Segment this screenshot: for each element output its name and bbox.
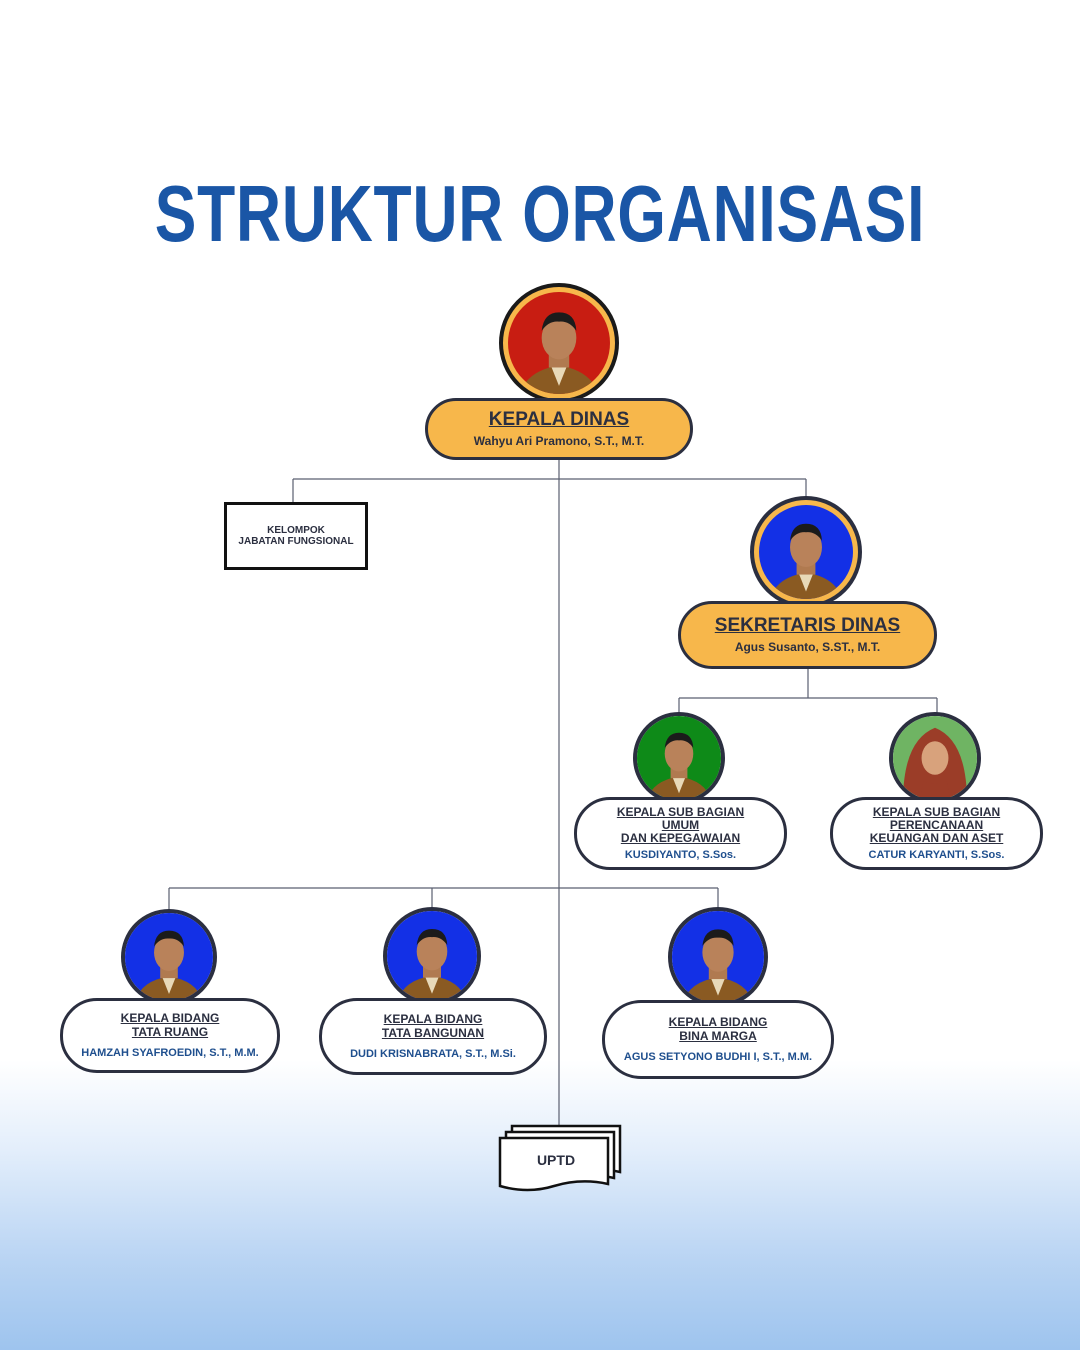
bidang-bina-marga-photo [668, 907, 768, 1007]
kelompok-jabatan-fungsional-box: KELOMPOK JABATAN FUNGSIONAL [224, 502, 368, 570]
page-title: STRUKTUR ORGANISASI [154, 169, 926, 258]
kepala-dinas-photo [499, 283, 619, 403]
subbag-umum-role-1: KEPALA SUB BAGIAN [616, 804, 745, 819]
kelompok-line2: JABATAN FUNGSIONAL [238, 536, 354, 547]
bidang-tata-ruang-photo [121, 909, 217, 1005]
subbag-keuangan-name: CATUR KARYANTI, S.Sos. [868, 849, 1005, 862]
bidang-bina-marga-role-2: BINA MARGA [679, 1028, 757, 1043]
subbag-keuangan-role-1: KEPALA SUB BAGIAN [872, 804, 1001, 819]
bidang-tata-ruang-role-2: TATA RUANG [131, 1024, 209, 1039]
bidang-tata-ruang-name: HAMZAH SYAFROEDIN, S.T., M.M. [81, 1046, 259, 1059]
kepala-dinas-name: Wahyu Ari Pramono, S.T., M.T. [473, 434, 645, 449]
subbag-keuangan-role-2: PERENCANAAN [889, 817, 984, 832]
bidang-tata-bangunan-name: DUDI KRISNABRATA, S.T., M.Si. [350, 1047, 516, 1060]
sekretaris-name: Agus Susanto, S.ST., M.T. [734, 640, 881, 655]
kelompok-line1: KELOMPOK [267, 524, 325, 536]
subbag-umum-box: KEPALA SUB BAGIAN UMUM DAN KEPEGAWAIAN K… [574, 797, 787, 870]
uptd-documents-icon [498, 1124, 622, 1192]
subbag-umum-role-3: DAN KEPEGAWAIAN [620, 831, 741, 846]
subbag-umum-photo [633, 712, 725, 804]
bidang-tata-bangunan-role-1: KEPALA BIDANG [383, 1012, 483, 1027]
bidang-tata-ruang-box: KEPALA BIDANG TATA RUANG HAMZAH SYAFROED… [60, 998, 280, 1073]
uptd-label: UPTD [536, 1152, 576, 1168]
subbag-umum-name: KUSDIYANTO, S.Sos. [624, 849, 737, 862]
sekretaris-photo [750, 496, 862, 608]
kepala-dinas-box: KEPALA DINAS Wahyu Ari Pramono, S.T., M.… [425, 398, 693, 460]
bidang-tata-bangunan-box: KEPALA BIDANG TATA BANGUNAN DUDI KRISNAB… [319, 998, 547, 1075]
subbag-keuangan-box: KEPALA SUB BAGIAN PERENCANAAN KEUANGAN D… [830, 797, 1043, 870]
subbag-keuangan-photo [889, 712, 981, 804]
kepala-dinas-role: KEPALA DINAS [488, 408, 630, 430]
bidang-tata-ruang-role-1: KEPALA BIDANG [120, 1011, 220, 1026]
sekretaris-box: SEKRETARIS DINAS Agus Susanto, S.ST., M.… [678, 601, 937, 669]
bidang-bina-marga-box: KEPALA BIDANG BINA MARGA AGUS SETYONO BU… [602, 1000, 834, 1079]
sekretaris-role: SEKRETARIS DINAS [714, 614, 901, 636]
bidang-tata-bangunan-role-2: TATA BANGUNAN [381, 1025, 485, 1040]
subbag-umum-role-2: UMUM [661, 817, 700, 832]
subbag-keuangan-role-3: KEUANGAN DAN ASET [869, 831, 1004, 846]
bidang-bina-marga-name: AGUS SETYONO BUDHI I, S.T., M.M. [623, 1050, 813, 1063]
bidang-bina-marga-role-1: KEPALA BIDANG [668, 1015, 768, 1030]
bidang-tata-bangunan-photo [383, 907, 481, 1005]
